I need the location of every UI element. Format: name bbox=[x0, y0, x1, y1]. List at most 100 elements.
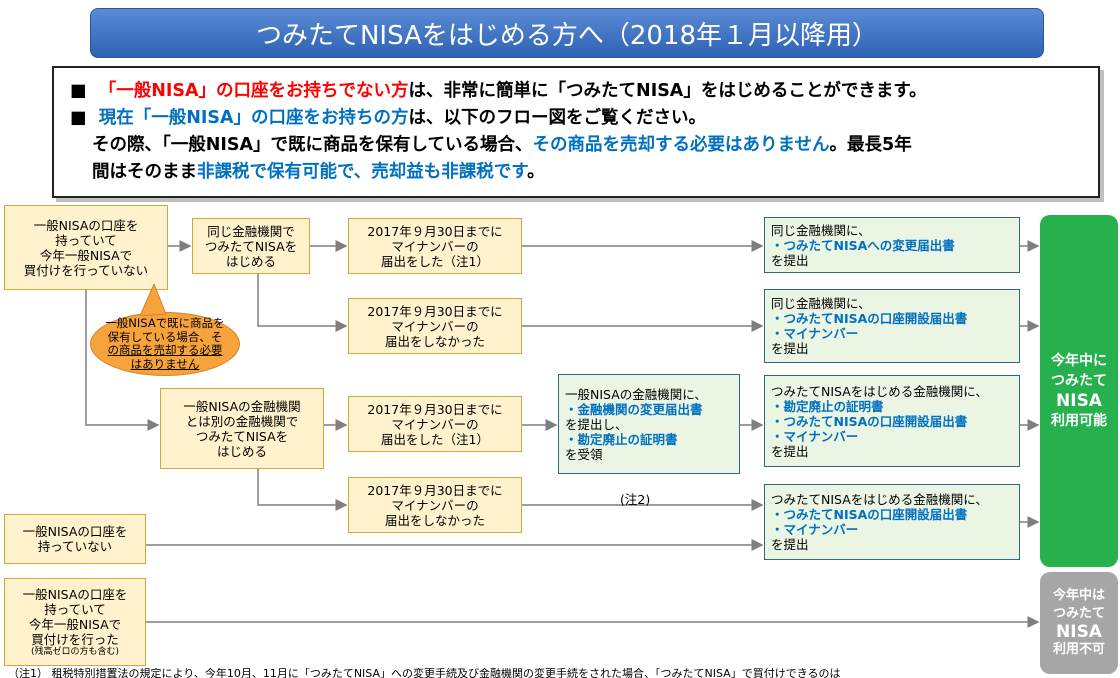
box-line: 2017年９月30日までに bbox=[367, 482, 503, 498]
notice-line-3: その際、「一般NISA」で既に商品を保有している場合、その商品を売却する必要はあ… bbox=[70, 132, 1084, 159]
box-line: 同じ金融機関に、 bbox=[771, 222, 871, 238]
same-institution-box: 同じ金融機関で つみたてNISAを はじめる bbox=[192, 218, 310, 274]
box-line: マイナンバーの bbox=[391, 416, 479, 432]
note-2-label: (注2) bbox=[620, 492, 651, 507]
box-item: ・マイナンバー bbox=[771, 428, 859, 444]
result-line: 今年中に bbox=[1051, 353, 1107, 369]
box-line: 今年一般NISAで bbox=[28, 616, 122, 632]
box-line: 持っていて bbox=[55, 232, 117, 248]
result-line: つみたて bbox=[1051, 373, 1107, 389]
box-item: ・勘定廃止の証明書 bbox=[565, 431, 678, 447]
box-line: 2017年９月30日までに bbox=[367, 223, 503, 239]
start-has-account-not-bought: 一般NISAの口座を 持っていて 今年一般NISAで 買付けを行っていない bbox=[4, 205, 168, 290]
notice-text: その際、「一般NISA」で既に商品を保有している場合、 bbox=[92, 135, 533, 155]
bubble-line: の商品を売却する必要 bbox=[107, 343, 223, 357]
bullet: ■ bbox=[70, 81, 87, 101]
notice-blue-text: その商品を売却する必要はありません bbox=[532, 135, 830, 155]
box-line: 届出をしなかった bbox=[384, 512, 485, 528]
notice-blue-text: 現在「一般NISA」の口座をお持ちの方 bbox=[98, 108, 409, 128]
result-line: NISA bbox=[1056, 622, 1102, 642]
box-line: はじめる bbox=[225, 253, 276, 269]
box-line: 同じ金融機関で bbox=[207, 223, 295, 239]
action-box-change-form: 同じ金融機関に、 ・つみたてNISAへの変更届出書 を提出 bbox=[764, 217, 1020, 273]
box-line: つみたてNISAをはじめる金融機関に、 bbox=[771, 492, 988, 507]
action-box-certificate: つみたてNISAをはじめる金融機関に、 ・勘定廃止の証明書 ・つみたてNISAの… bbox=[764, 375, 1020, 467]
other-institution-box: 一般NISAの金融機関 とは別の金融機関で つみたてNISAを はじめる bbox=[160, 388, 324, 469]
box-line: 2017年９月30日までに bbox=[367, 303, 503, 319]
box-line: を受領 bbox=[565, 446, 603, 462]
box-item: ・マイナンバー bbox=[771, 522, 859, 537]
box-line: 届出をした（注1） bbox=[381, 253, 489, 269]
box-item: ・マイナンバー bbox=[771, 326, 859, 341]
notice-blue-text: 非課税で保有可能で、売却益も非課税です bbox=[197, 162, 528, 182]
box-line: 持っていて bbox=[44, 601, 106, 617]
mynumber-did-not-box-2: 2017年９月30日までに マイナンバーの 届出をしなかった bbox=[348, 477, 522, 533]
notice-line-4: 間はそのまま非課税で保有可能で、売却益も非課税です。 bbox=[70, 159, 1084, 186]
result-line: 利用不可 bbox=[1052, 642, 1105, 657]
start-has-account-bought: 一般NISAの口座を 持っていて 今年一般NISAで 買付けを行った (残高ゼロ… bbox=[4, 578, 146, 666]
box-line: マイナンバーの bbox=[391, 497, 479, 513]
box-line: 届出をした（注1） bbox=[381, 431, 489, 447]
box-line: つみたてNISAを bbox=[204, 238, 298, 254]
box-line: 届出をしなかった bbox=[384, 333, 485, 349]
bubble-line: 保有している場合、そ bbox=[107, 329, 223, 344]
box-line: を提出 bbox=[771, 537, 809, 552]
box-line: 同じ金融機関に、 bbox=[771, 296, 871, 311]
box-line: 持っていない bbox=[37, 539, 113, 554]
result-available: 今年中に つみたて NISA 利用可能 bbox=[1040, 215, 1118, 567]
box-line: 一般NISAの口座を bbox=[22, 586, 128, 602]
bubble-line: 一般NISAで既に商品を bbox=[105, 316, 225, 330]
box-item: ・つみたてNISAの口座開設届出書 bbox=[771, 507, 968, 522]
mynumber-did-box-2: 2017年９月30日までに マイナンバーの 届出をした（注1） bbox=[348, 396, 522, 452]
box-note: (残高ゼロの方も含む) bbox=[30, 646, 120, 657]
box-line: 今年一般NISAで bbox=[39, 247, 133, 263]
box-line: 一般NISAの口座を bbox=[33, 217, 139, 233]
result-line: つみたて bbox=[1052, 606, 1105, 621]
box-line: を提出 bbox=[771, 252, 809, 268]
box-line: 一般NISAの金融機関に、 bbox=[565, 386, 707, 402]
box-line: 2017年９月30日までに bbox=[367, 401, 503, 417]
box-item: ・勘定廃止の証明書 bbox=[771, 398, 884, 414]
callout-bubble: 一般NISAで既に商品を 保有している場合、そ の商品を売却する必要 はありませ… bbox=[90, 312, 240, 376]
action-box-open-new: つみたてNISAをはじめる金融機関に、 ・つみたてNISAの口座開設届出書 ・マ… bbox=[764, 484, 1020, 560]
notice-text: 。最長5年 bbox=[829, 135, 912, 155]
box-line: を提出 bbox=[771, 443, 809, 459]
box-item: ・つみたてNISAへの変更届出書 bbox=[771, 237, 955, 253]
result-line: 今年中は bbox=[1052, 588, 1105, 603]
notice-line-2: ■ 現在「一般NISA」の口座をお持ちの方は、以下のフロー図をご覧ください。 bbox=[70, 105, 1084, 132]
mynumber-did-box-1: 2017年９月30日までに マイナンバーの 届出をした（注1） bbox=[348, 218, 522, 274]
start-no-account: 一般NISAの口座を 持っていない bbox=[4, 514, 146, 564]
notice-red-text: 「一般NISA」の口座をお持ちでない方 bbox=[98, 81, 409, 101]
box-item: ・つみたてNISAの口座開設届出書 bbox=[771, 311, 968, 326]
result-line: 利用可能 bbox=[1051, 413, 1107, 429]
box-line: マイナンバーの bbox=[391, 318, 479, 334]
bullet: ■ bbox=[70, 108, 87, 128]
box-line: 一般NISAの金融機関 bbox=[183, 398, 301, 414]
box-line: はじめる bbox=[216, 443, 267, 459]
result-unavailable: 今年中は つみたて NISA 利用不可 bbox=[1040, 572, 1118, 674]
page-title: つみたてNISAをはじめる方へ（2018年１月以降用） bbox=[90, 8, 1044, 58]
transfer-procedure-box: 一般NISAの金融機関に、 ・金融機関の変更届出書 を提出し、 ・勘定廃止の証明… bbox=[558, 374, 740, 474]
notice-box: ■ 「一般NISA」の口座をお持ちでない方は、非常に簡単に「つみたてNISA」を… bbox=[52, 66, 1100, 198]
result-line: NISA bbox=[1056, 391, 1102, 411]
box-line: 一般NISAの口座を bbox=[22, 524, 128, 539]
box-line: を提出 bbox=[771, 341, 809, 356]
notice-text: 。 bbox=[527, 162, 545, 182]
action-box-open-same: 同じ金融機関に、 ・つみたてNISAの口座開設届出書 ・マイナンバー を提出 bbox=[764, 289, 1020, 363]
box-item: ・つみたてNISAの口座開設届出書 bbox=[771, 413, 968, 429]
notice-text: は、非常に簡単に「つみたてNISA」をはじめることができます。 bbox=[408, 81, 927, 101]
bubble-line: はありません bbox=[130, 356, 200, 371]
box-line: 買付けを行っていない bbox=[23, 262, 149, 278]
box-line: を提出し、 bbox=[565, 416, 628, 432]
box-line: とは別の金融機関で bbox=[185, 413, 299, 429]
bubble-pointer bbox=[139, 284, 167, 316]
box-line: 買付けを行った bbox=[31, 631, 119, 647]
mynumber-did-not-box-1: 2017年９月30日までに マイナンバーの 届出をしなかった bbox=[348, 298, 522, 354]
footnote-1: （注1） 租税特別措置法の規定により、今年10月、11月に「つみたてNISA」へ… bbox=[8, 668, 841, 678]
notice-line-1: ■ 「一般NISA」の口座をお持ちでない方は、非常に簡単に「つみたてNISA」を… bbox=[70, 78, 1084, 105]
box-line: つみたてNISAを bbox=[195, 428, 289, 444]
box-item: ・金融機関の変更届出書 bbox=[565, 401, 703, 417]
notice-text: は、以下のフロー図をご覧ください。 bbox=[408, 108, 707, 128]
box-line: つみたてNISAをはじめる金融機関に、 bbox=[771, 383, 988, 399]
